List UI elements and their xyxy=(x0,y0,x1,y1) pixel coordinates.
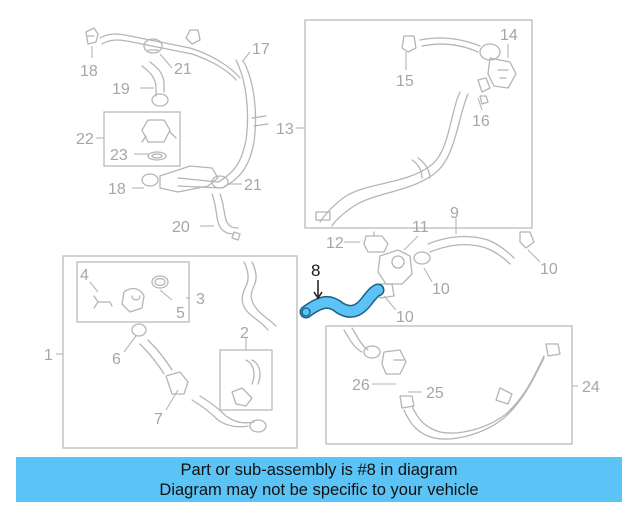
callout-4: 4 xyxy=(80,267,89,284)
info-banner: Part or sub-assembly is #8 in diagram Di… xyxy=(16,457,622,502)
banner-line-1: Part or sub-assembly is #8 in diagram xyxy=(180,461,458,479)
callout-21b: 21 xyxy=(244,177,262,194)
box-13 xyxy=(304,19,533,229)
callout-20: 20 xyxy=(172,219,190,236)
box-1 xyxy=(62,255,298,449)
callout-24: 24 xyxy=(582,379,600,396)
callout-23: 23 xyxy=(110,147,128,164)
box-24 xyxy=(325,325,573,445)
upper-left-assembly xyxy=(85,27,269,241)
callout-25: 25 xyxy=(426,385,444,402)
callout-18a: 18 xyxy=(80,63,98,80)
callout-8: 8 xyxy=(311,261,320,280)
leader-lines xyxy=(56,44,578,411)
callout-11: 11 xyxy=(412,219,429,236)
callout-numbers: 18 19 21 17 22 23 18 21 20 13 15 14 16 1… xyxy=(44,27,600,428)
callout-16: 16 xyxy=(472,113,490,130)
callout-22: 22 xyxy=(76,131,94,148)
callout-1: 1 xyxy=(44,347,53,364)
box-2 xyxy=(219,349,273,411)
callout-5: 5 xyxy=(176,305,185,322)
callout-26: 26 xyxy=(352,377,370,394)
part-8-hose xyxy=(299,280,385,319)
callout-12: 12 xyxy=(326,235,344,252)
callout-17: 17 xyxy=(252,41,270,58)
callout-18b: 18 xyxy=(108,181,126,198)
callout-10c: 10 xyxy=(396,309,414,326)
callout-10a: 10 xyxy=(540,261,558,278)
callout-10b: 10 xyxy=(432,281,450,298)
banner-line-2: Diagram may not be specific to your vehi… xyxy=(159,481,479,499)
callout-21a: 21 xyxy=(174,61,192,78)
callout-6: 6 xyxy=(112,351,121,368)
callout-19: 19 xyxy=(112,81,130,98)
callout-9: 9 xyxy=(450,205,459,222)
callout-2: 2 xyxy=(240,325,249,342)
callout-15: 15 xyxy=(396,73,414,90)
callout-13: 13 xyxy=(276,121,294,138)
box-22 xyxy=(103,111,181,167)
callout-7: 7 xyxy=(154,411,163,428)
box-3 xyxy=(76,261,190,323)
callout-3: 3 xyxy=(196,291,205,308)
callout-14: 14 xyxy=(500,27,518,44)
